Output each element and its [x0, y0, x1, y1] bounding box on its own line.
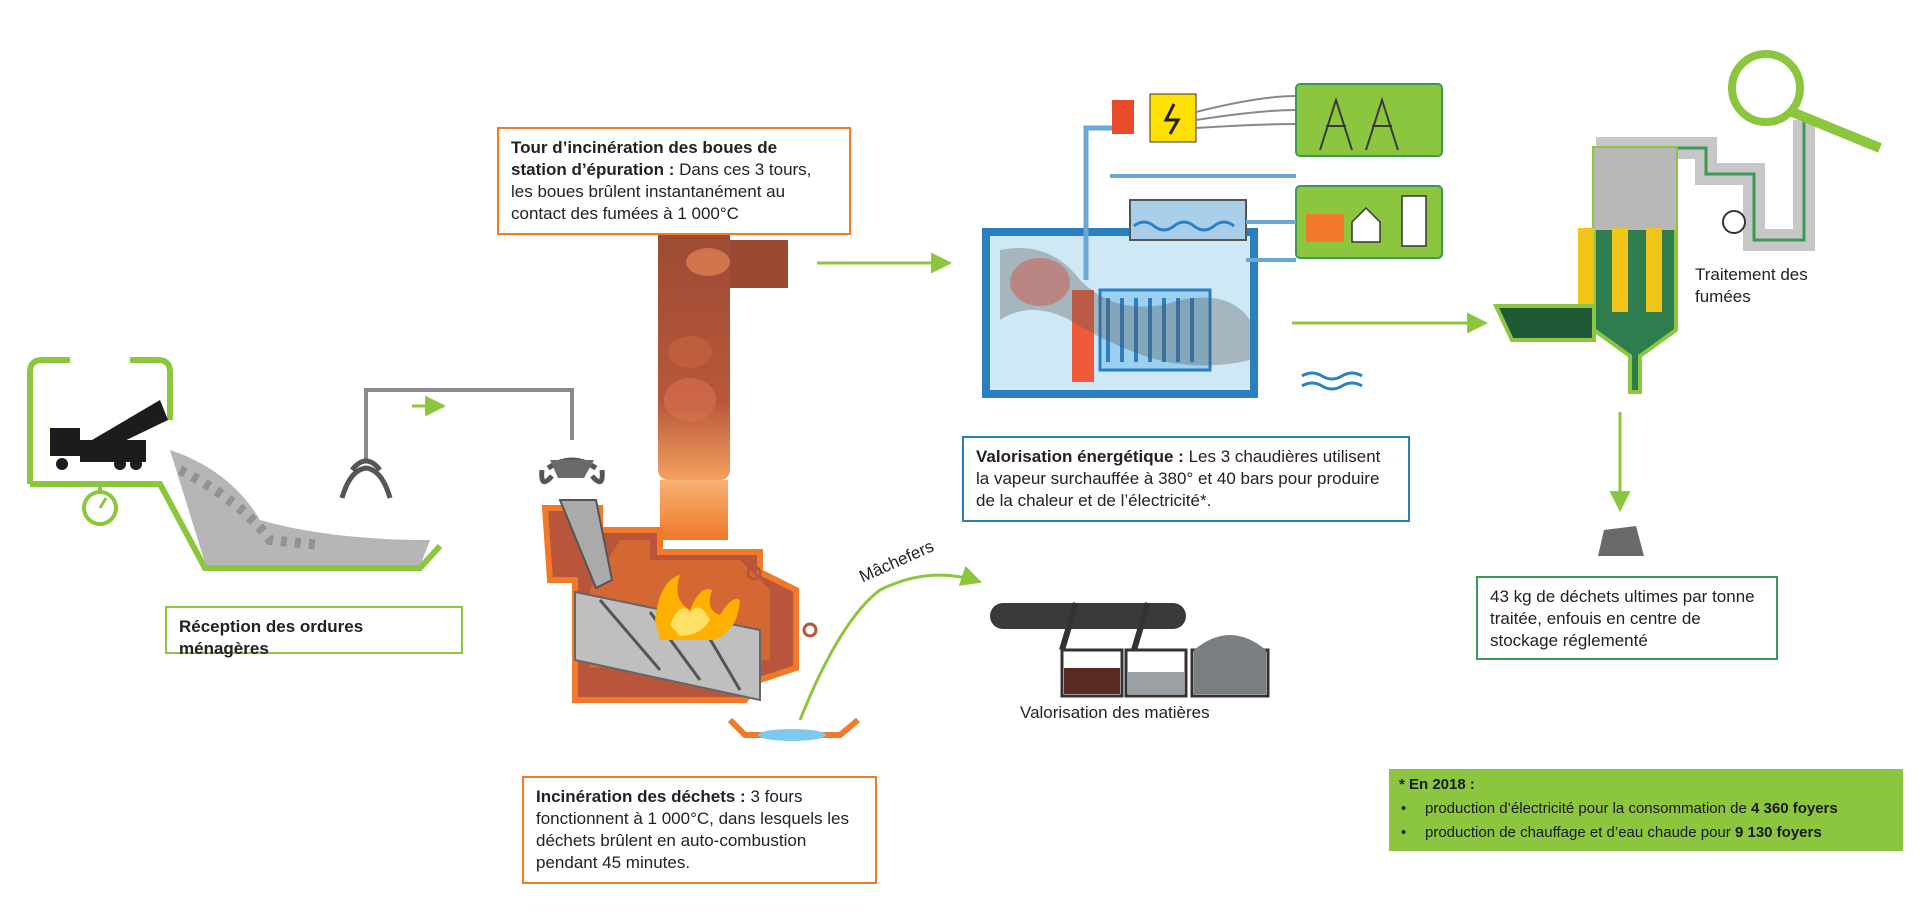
heating-network-panel [1295, 185, 1443, 259]
truck-bunker-illustration [27, 357, 443, 571]
energy-text: Les 3 chaudières utilisent la vapeur sur… [976, 447, 1381, 510]
incineration-title: Incinération des déchets : [536, 787, 746, 806]
generator-icon [1112, 93, 1197, 143]
stats-note-title: * En 2018 : [1399, 776, 1475, 793]
bullet-icon: • [1401, 824, 1407, 841]
incineration-text: 3 fours fonctionnent à 1 000°C, dans les… [536, 787, 850, 872]
crane-illustration [339, 388, 605, 499]
furnace-illustration [541, 499, 982, 741]
materials-label: Valorisation des matières [1020, 703, 1210, 722]
residue-heap [1598, 526, 1644, 556]
stats-note-item: • production de chauffage et d’eau chaud… [1399, 821, 1893, 845]
stats-note-item-text: production d’électricité pour la consomm… [1425, 800, 1752, 817]
waste-heap [170, 450, 430, 566]
tower-text: Dans ces 3 tours, les boues brûlent inst… [511, 160, 812, 223]
stats-note-item: • production d’électricité pour la conso… [1399, 797, 1893, 821]
incineration-tower [658, 214, 953, 540]
stats-note-item-value: 9 130 foyers [1734, 824, 1822, 841]
energy-title: Valorisation énergétique : [976, 447, 1184, 466]
stats-note-item-value: 4 360 foyers [1751, 800, 1838, 817]
fire-icon [655, 575, 740, 640]
residue-text: 43 kg de déchets ultimes par tonne trait… [1490, 587, 1755, 650]
smoke-label: Traitement des fumées [1695, 265, 1808, 306]
reception-box: Réception des ordures ménagères [165, 606, 463, 658]
truck-icon [50, 400, 168, 470]
boiler-illustration [982, 83, 1489, 398]
power-grid-panel [1295, 83, 1443, 157]
energy-box: Valorisation énergétique : Les 3 chaudiè… [962, 436, 1410, 522]
stats-note-item-text: production de chauffage et d’eau chaude … [1425, 824, 1735, 841]
water-waves-icon [1301, 371, 1363, 391]
residue-box: 43 kg de déchets ultimes par tonne trait… [1476, 576, 1778, 660]
steam-exchanger [1129, 199, 1247, 241]
tower-title: Tour d’incinération des boues de station… [511, 138, 778, 179]
bullet-icon: • [1401, 800, 1407, 817]
magnifier-icon [1728, 50, 1882, 153]
reception-label: Réception des ordures ménagères [179, 617, 364, 658]
tower-box: Tour d’incinération des boues de station… [497, 127, 851, 235]
scale-icon [82, 484, 118, 526]
material-recovery-illustration [990, 602, 1270, 698]
smoke-treatment-illustration [1492, 50, 1882, 556]
incineration-box: Incinération des déchets : 3 fours fonct… [522, 776, 877, 884]
stats-note: * En 2018 : • production d’électricité p… [1389, 769, 1903, 851]
